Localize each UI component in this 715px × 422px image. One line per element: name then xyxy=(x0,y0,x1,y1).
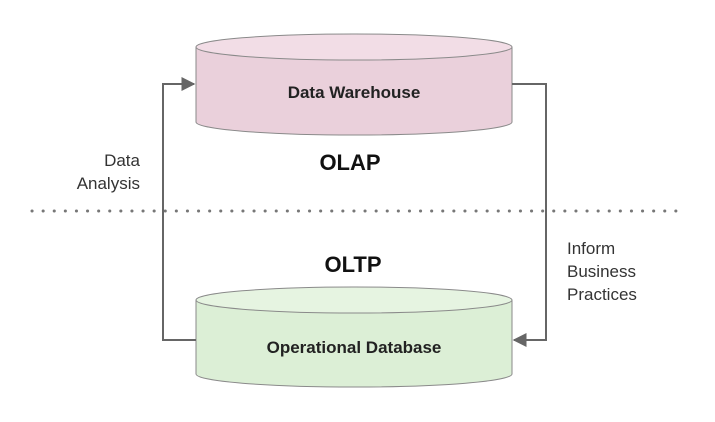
operational-database-body xyxy=(195,300,513,388)
operational-database-top xyxy=(195,286,513,314)
data-warehouse-top xyxy=(195,33,513,61)
olap-label: OLAP xyxy=(319,150,380,175)
inform-business-practices-label: Inform Business Practices xyxy=(567,239,637,304)
data-analysis-arrow xyxy=(162,77,196,341)
data-analysis-label: Data Analysis xyxy=(77,151,141,193)
data-analysis-label-line2: Analysis xyxy=(77,174,140,193)
inform-business-practices-label-line2: Business xyxy=(567,262,636,281)
inform-business-practices-label-line1: Inform xyxy=(567,239,615,258)
data-warehouse-cylinder: Data Warehouse xyxy=(195,33,513,136)
data-warehouse-body xyxy=(195,47,513,136)
operational-database-cylinder: Operational Database xyxy=(195,286,513,388)
inform-business-practices-arrow xyxy=(512,83,547,347)
data-analysis-label-line1: Data xyxy=(104,151,140,170)
operational-database-label: Operational Database xyxy=(267,338,442,357)
inform-business-practices-label-line3: Practices xyxy=(567,285,637,304)
data-warehouse-label: Data Warehouse xyxy=(288,83,421,102)
oltp-label: OLTP xyxy=(324,252,381,277)
